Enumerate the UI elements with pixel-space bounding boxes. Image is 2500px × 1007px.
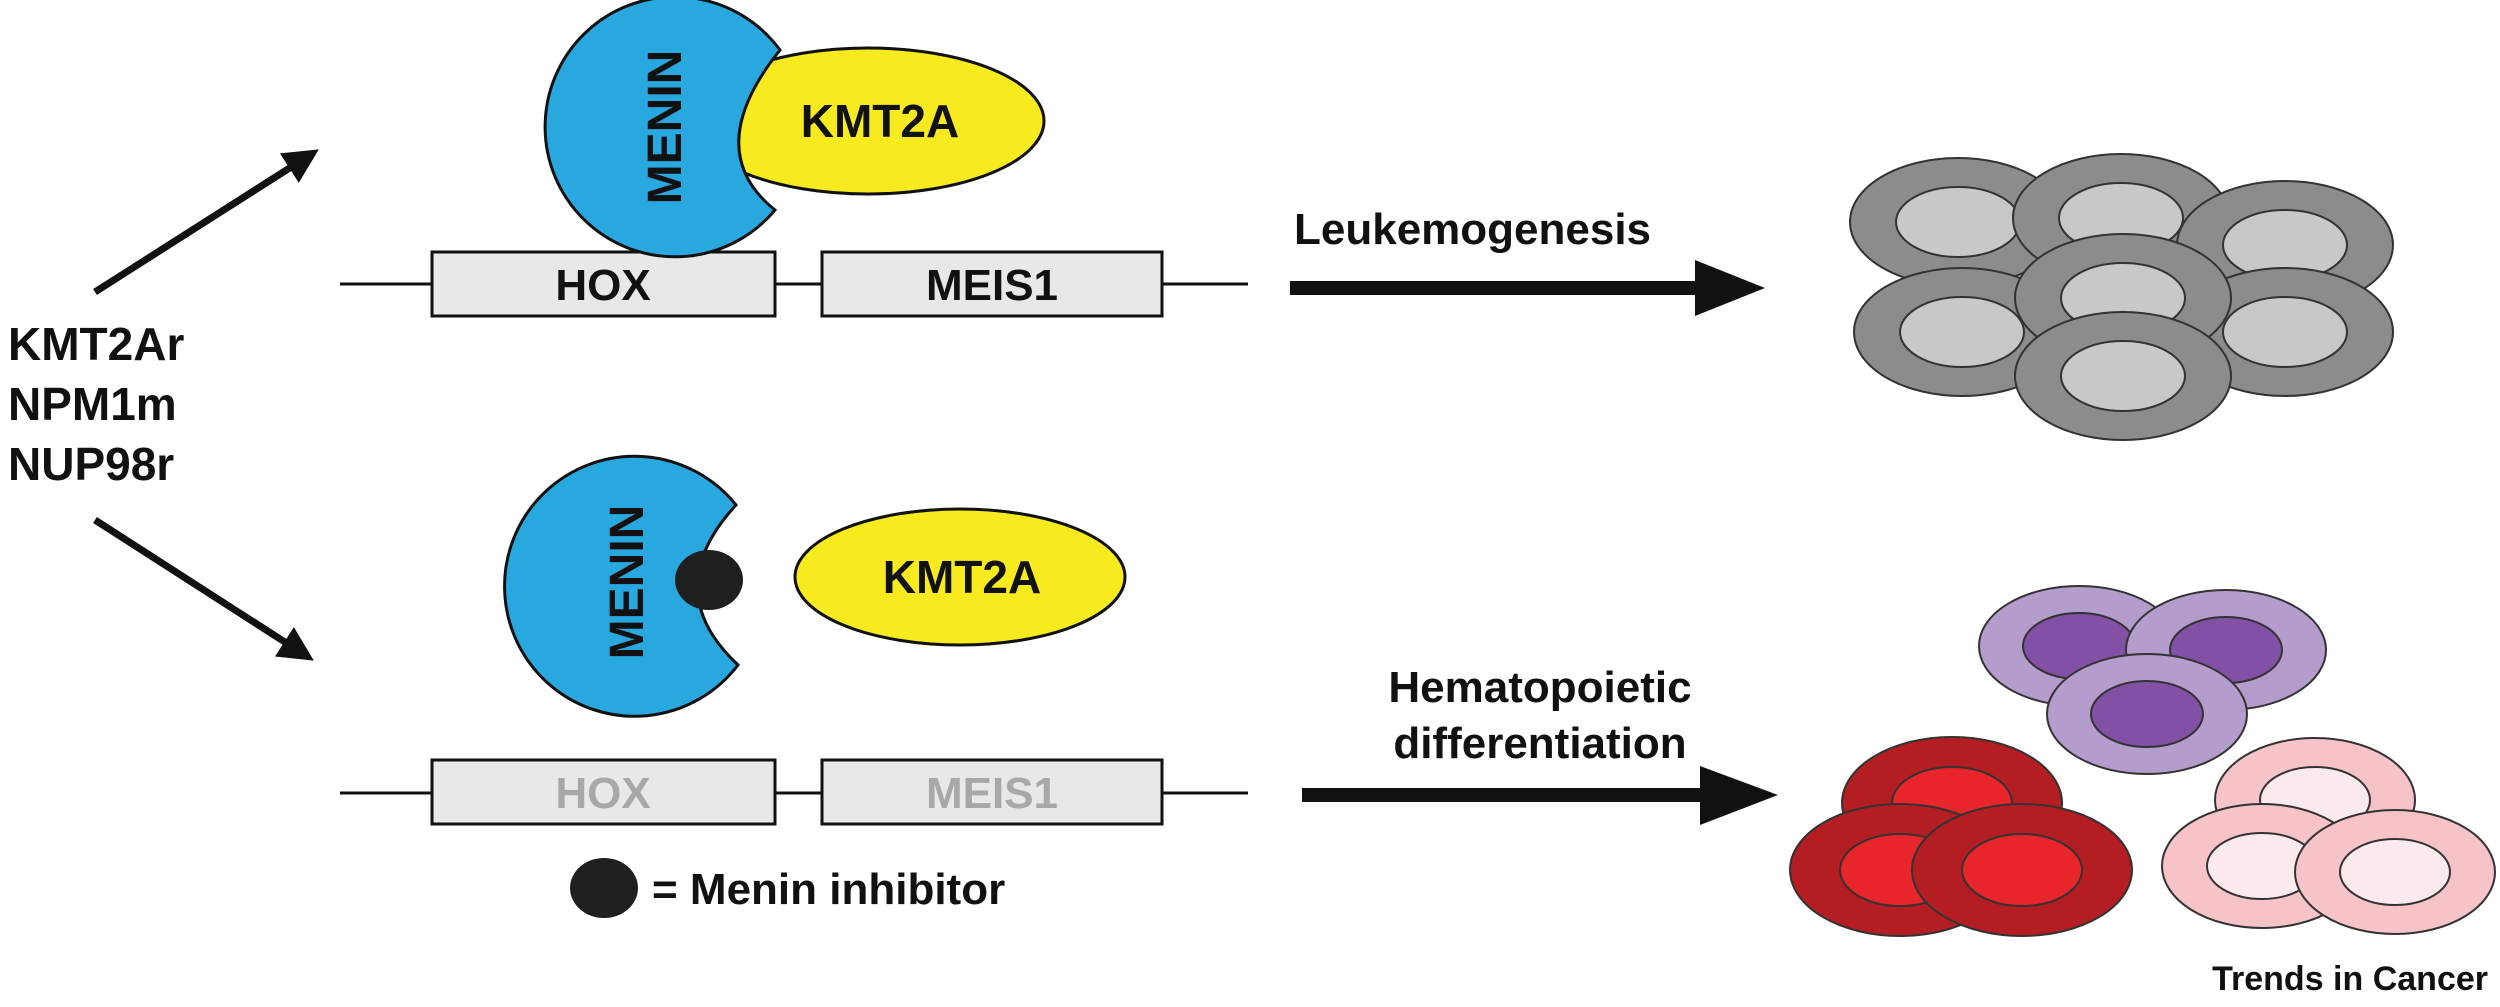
- gene-label-meis1: MEIS1: [926, 261, 1058, 310]
- outcome-label-leukemogenesis: Leukemogenesis: [1294, 205, 1651, 254]
- top-pathway: HOX MEIS1 KMT2A MENIN Leukemogenesis: [340, 0, 2394, 441]
- branch-arrow-up: [93, 149, 319, 295]
- legend-inhibitor-icon: [570, 858, 638, 918]
- gene-box-hox: [430, 250, 777, 318]
- menin-label: MENIN: [639, 50, 692, 205]
- legend: = Menin inhibitor: [570, 858, 1005, 918]
- gene-label-hox: HOX: [555, 769, 650, 818]
- legend-label: = Menin inhibitor: [652, 865, 1005, 914]
- leukemic-cell: [1849, 157, 2067, 287]
- bottom-pathway: HOX MEIS1 KMT2A MENIN Hematopoietic diff…: [340, 454, 2496, 937]
- mutation-label: KMT2Ar: [8, 318, 184, 370]
- gene-box-meis1: [820, 250, 1164, 318]
- journal-brand: Trends in Cancer: [2212, 960, 2488, 998]
- gene-label-hox: HOX: [555, 261, 650, 310]
- mutation-list: KMT2Ar NPM1m NUP98r: [8, 318, 184, 490]
- myeloid-cell: [2046, 653, 2248, 775]
- mutation-label: NPM1m: [8, 378, 177, 430]
- kmt2a-label: KMT2A: [883, 551, 1041, 603]
- leukemic-cell-cluster: [1849, 153, 2394, 441]
- outcome-label-line1: Hematopoietic: [1388, 663, 1691, 712]
- branch-arrow-down: [93, 517, 314, 661]
- menin-inhibitor-molecule: [675, 550, 743, 610]
- outcome-arrow-head: [1695, 260, 1765, 316]
- menin-label: MENIN: [601, 505, 654, 660]
- erythroid-cell-cluster: [1789, 736, 2133, 937]
- gene-box-hox: [430, 758, 777, 826]
- myeloid-cell-cluster: [1978, 585, 2327, 775]
- kmt2a-label: KMT2A: [801, 95, 959, 147]
- gene-label-meis1: MEIS1: [926, 769, 1058, 818]
- menin-protein: [543, 0, 782, 259]
- outcome-label-line2: differentiation: [1393, 719, 1686, 768]
- gene-box-meis1: [820, 758, 1164, 826]
- outcome-arrow-head: [1700, 766, 1778, 825]
- leukemic-cell: [2014, 311, 2232, 441]
- mutation-label: NUP98r: [8, 438, 174, 490]
- light-cell: [2294, 809, 2496, 935]
- menin-protein: [503, 454, 741, 718]
- light-cell-cluster: [2161, 737, 2496, 935]
- kmt2a-protein: [793, 507, 1127, 647]
- erythroid-cell: [1911, 803, 2133, 937]
